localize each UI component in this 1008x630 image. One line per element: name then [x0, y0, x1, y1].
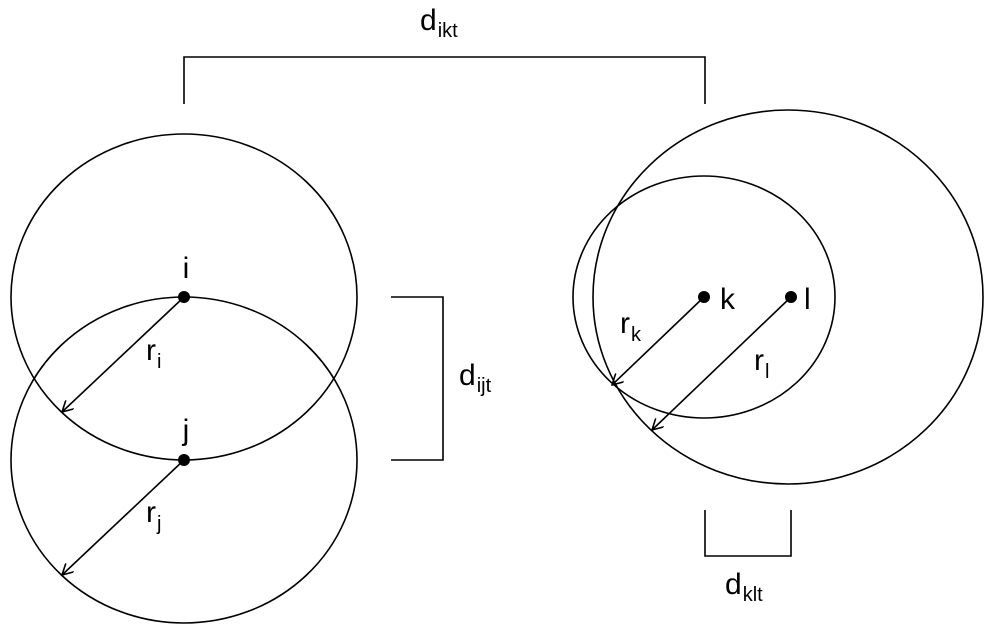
center-point-j [178, 454, 190, 466]
point-label-k: k [720, 283, 736, 316]
distance-label-ikt: dikt [420, 4, 458, 42]
radius-label-l: rl [754, 344, 769, 383]
distance-label-ijt: dijt [459, 359, 492, 397]
center-point-i [178, 291, 190, 303]
radius-arrow-j [62, 459, 185, 575]
center-point-l [785, 291, 797, 303]
circle-l [592, 109, 984, 485]
bracket-klt [704, 510, 792, 557]
circle-k [572, 175, 836, 419]
center-point-k [698, 291, 710, 303]
point-label-j: j [182, 414, 190, 447]
radius-arrow-i [62, 296, 185, 412]
radius-arrow-k [612, 296, 705, 385]
radius-arrow-l [652, 296, 792, 430]
radius-label-i: ri [146, 334, 161, 373]
bracket-ikt [183, 56, 706, 104]
bracket-ijt [391, 296, 444, 461]
point-label-l: l [804, 283, 811, 316]
distance-label-klt: dklt [725, 568, 763, 606]
radius-label-j: rj [146, 496, 161, 535]
point-label-i: i [183, 252, 190, 285]
radius-label-k: rk [620, 307, 642, 346]
